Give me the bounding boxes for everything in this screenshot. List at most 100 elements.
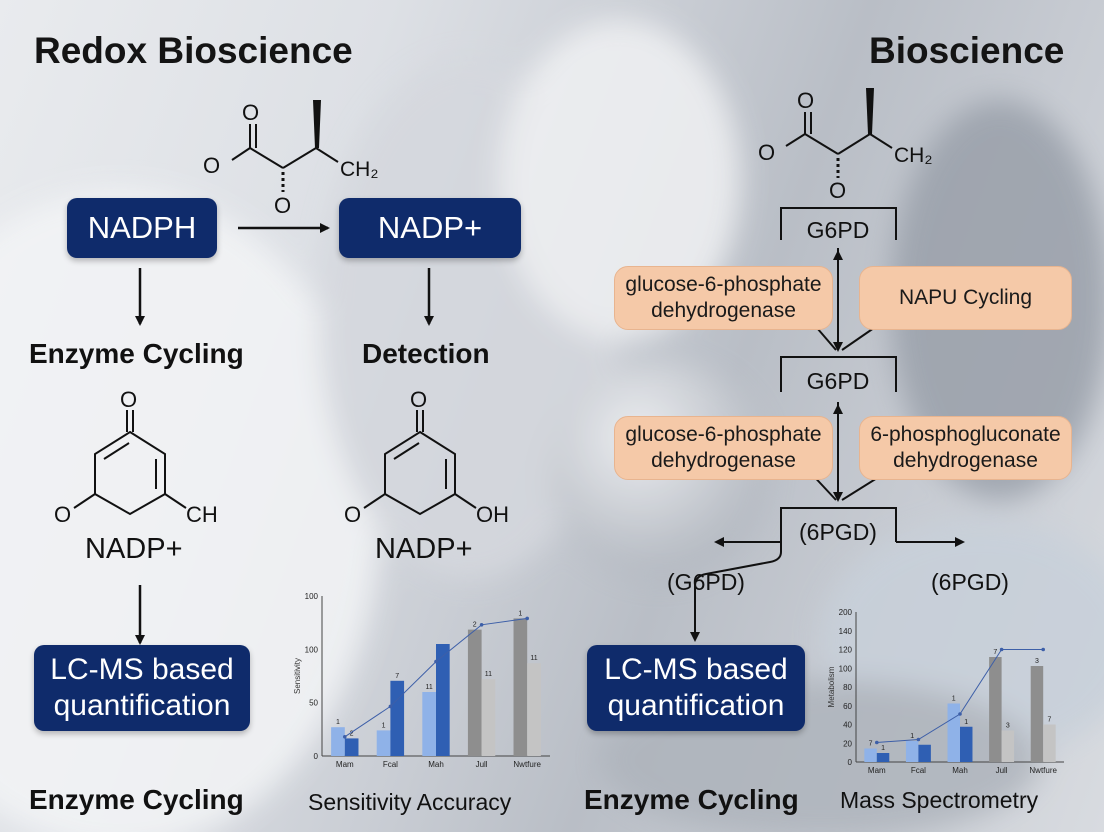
bar-data-label: 3 [1035, 658, 1039, 665]
bar [376, 730, 391, 756]
left-lcms-line2: quantification [53, 689, 231, 722]
x-tick-label: Mam [868, 766, 886, 775]
bar [436, 644, 450, 756]
y-axis-label: Metabolism [827, 666, 836, 707]
right-flow-labels: G6PD G6PD (6PGD) (G6PD) (6PGD) [667, 217, 1009, 595]
right-title: Bioscience [869, 30, 1065, 71]
ring1-o-left: O [54, 502, 71, 527]
bar [344, 738, 359, 756]
peach1-line1: glucose-6-phosphate [625, 273, 822, 296]
left-mol-o-left: O [203, 153, 220, 178]
bar [513, 618, 528, 756]
left-caption-enzyme-cycling: Enzyme Cycling [29, 784, 244, 815]
y-tick-label: 0 [314, 752, 319, 761]
x-tick-label: Nwtfure [1029, 766, 1057, 775]
nadph-label: NADPH [87, 210, 197, 245]
right-mol-o-bottom: O [829, 178, 846, 203]
left-ring-molecule-2: O O OH [344, 387, 509, 527]
ring2-o-left: O [344, 502, 361, 527]
left-caption-sensitivity-accuracy: Sensitivity Accuracy [308, 789, 512, 815]
right-mol-o-top: O [797, 88, 814, 113]
trend-point [875, 740, 879, 745]
pgd-right-label: (6PGD) [931, 569, 1009, 595]
right-lcms-line1: LC-MS based [604, 653, 788, 686]
bar [467, 629, 482, 756]
x-tick-label: Mah [428, 760, 444, 769]
peach-box-6pg-dehydrogenase: 6-phosphogluconate dehydrogenase [859, 416, 1072, 480]
x-tick-label: Nwtfure [513, 760, 541, 769]
to-lcms-arrow [690, 542, 782, 642]
peach4-line2: dehydrogenase [893, 449, 1038, 472]
y-tick-label: 100 [839, 664, 853, 673]
peach-box-napu-cycling: NAPU Cycling [859, 266, 1072, 330]
pgd-center-label: (6PGD) [799, 519, 877, 545]
bar-data-label: 11 [530, 655, 537, 662]
right-lcms-box: LC-MS based quantification [587, 645, 805, 731]
bar-data-label: 2 [473, 622, 477, 629]
right-caption-enzyme-cycling: Enzyme Cycling [584, 784, 799, 815]
y-tick-label: 0 [848, 758, 853, 767]
bar [905, 741, 919, 762]
y-axis-label: Sensitivity [293, 658, 302, 694]
bar-data-label: 1 [910, 733, 914, 740]
bar [422, 692, 436, 756]
y-tick-label: 80 [843, 683, 852, 692]
ring1-ch: CH [186, 502, 218, 527]
g6pd-mid-bracket [780, 356, 897, 392]
bar [960, 726, 973, 762]
y-tick-label: 100 [305, 645, 319, 654]
g6pd-mid-label: G6PD [807, 368, 870, 394]
trend-point [916, 737, 921, 742]
left-lcms-line1: LC-MS based [50, 653, 234, 686]
right-top-molecule: O O O CH₂ [758, 88, 932, 203]
x-tick-label: Fcal [911, 766, 926, 775]
right-lcms-line2: quantification [607, 689, 785, 722]
ring1-o-top: O [120, 387, 137, 412]
trend-point [999, 647, 1004, 652]
trend-point [525, 616, 529, 621]
peach-box-g6p-dehydrogenase-1: glucose-6-phosphate dehydrogenase [614, 266, 833, 330]
y-tick-label: 40 [843, 721, 852, 730]
bar-data-label: 1 [952, 696, 956, 703]
left-mol-o-bottom: O [274, 193, 291, 218]
left-top-molecule: O O O CH₂ [203, 100, 378, 218]
bar-data-label: 1 [382, 722, 386, 729]
peach3-line1: glucose-6-phosphate [625, 423, 822, 446]
bar [1001, 730, 1015, 762]
trend-point [343, 735, 347, 739]
bar-data-label: 7 [869, 741, 873, 748]
chart-mass-spec: 020406080100120140200Metabolism71Mam1Fca… [827, 608, 1064, 775]
trend-point [434, 659, 438, 664]
bar-data-label: 7 [395, 673, 399, 680]
bar [390, 680, 405, 756]
bar [527, 663, 541, 756]
bar-data-label: 2 [350, 730, 354, 737]
nadph-box: NADPH [67, 198, 217, 258]
ring2-o-top: O [410, 387, 427, 412]
x-tick-label: Mam [336, 760, 354, 769]
left-mol-ch2: CH₂ [340, 158, 378, 181]
bar [947, 703, 960, 762]
g6pd-left-label: (G6PD) [667, 569, 745, 595]
y-tick-label: 200 [839, 608, 853, 617]
bar-data-label: 1 [881, 745, 885, 752]
peach2-label: NAPU Cycling [898, 286, 1033, 309]
trend-point [479, 623, 484, 627]
right-mol-o-left: O [758, 140, 775, 165]
bar [989, 657, 1002, 762]
right-caption-mass-spectrometry: Mass Spectrometry [840, 787, 1039, 813]
peach1-line2: dehydrogenase [651, 299, 796, 322]
detection-label: Detection [362, 338, 490, 369]
bar-data-label: 1 [964, 719, 968, 726]
y-tick-label: 120 [839, 646, 853, 655]
bar-data-label: 11 [426, 684, 433, 691]
bar-data-label: 11 [485, 671, 492, 678]
g6pd-top-label: G6PD [807, 217, 870, 243]
y-tick-label: 140 [839, 627, 853, 636]
bar [331, 727, 345, 756]
x-tick-label: Mah [952, 766, 968, 775]
bar-data-label: 7 [1047, 717, 1051, 724]
bar [481, 679, 496, 756]
y-tick-label: 50 [309, 699, 318, 708]
ring2-oh: OH [476, 502, 509, 527]
